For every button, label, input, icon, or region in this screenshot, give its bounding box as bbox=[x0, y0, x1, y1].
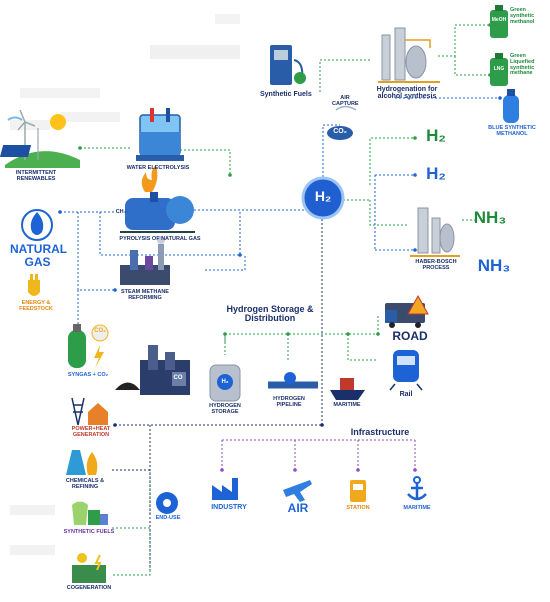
label-hydrogenation: Hydrogenation for alcohol synthesis bbox=[376, 86, 438, 101]
line-hydrogenation-to-products bbox=[438, 24, 490, 76]
synthetic-fuel-pump-icon bbox=[270, 45, 306, 85]
smr-plant-icon bbox=[120, 236, 170, 285]
label-h2-blue: H₂ bbox=[426, 164, 446, 183]
line-electrolysis-to-hub bbox=[180, 149, 231, 175]
anchor-icon bbox=[407, 476, 427, 501]
hydrogen-hub-icon bbox=[301, 176, 345, 220]
lightning-icon bbox=[91, 324, 109, 368]
label-haber-bosch: HABER-BOSCH PROCESS bbox=[415, 259, 457, 271]
label-rail: Rail bbox=[399, 391, 413, 398]
label-maritime-infra: MARITIME bbox=[403, 505, 431, 511]
flame-icon bbox=[141, 165, 158, 192]
label-end-use: END-USE bbox=[155, 515, 181, 521]
gear-icon bbox=[156, 492, 178, 514]
label-meoh: MeOH bbox=[491, 17, 507, 23]
label-storage-title: Hydrogen Storage & Distribution bbox=[226, 304, 314, 324]
label-syngas: SYNGAS + CO₂ bbox=[67, 372, 109, 378]
line-haber-green bbox=[369, 200, 408, 226]
warning-icon bbox=[407, 294, 429, 315]
label-h2-green: H₂ bbox=[426, 126, 446, 145]
electrolyzer-icon bbox=[136, 108, 184, 161]
syngas-cylinder-icon bbox=[68, 324, 86, 368]
line-storage-drop-3 bbox=[347, 334, 378, 361]
label-green-synthetic-methanol: Green synthetic methanol bbox=[510, 7, 535, 25]
label-co2-cloud: CO₂ bbox=[333, 128, 347, 135]
pipeline-icon bbox=[268, 372, 318, 389]
line-natgas-up bbox=[99, 210, 241, 256]
air-capture-icon bbox=[335, 105, 357, 111]
connector-lines bbox=[60, 24, 500, 576]
label-ch4: CH₄ bbox=[115, 209, 127, 215]
label-nh3-green: NH₃ bbox=[473, 208, 507, 227]
label-chemicals-refining: CHEMICALS & REFINING bbox=[65, 478, 105, 490]
label-station: STATION bbox=[346, 505, 370, 511]
power-tower-icon bbox=[71, 397, 85, 426]
line-synfuel-to-hydrogenation bbox=[319, 59, 372, 92]
label-infrastructure-title: Infrastructure bbox=[350, 427, 410, 437]
label-energy-feedstock: ENERGY & FEEDSTOCK bbox=[19, 300, 53, 312]
label-h2-center: H₂ bbox=[314, 188, 332, 204]
synthetic-fuels-flask-icon bbox=[72, 501, 108, 525]
co2-cloud-icon bbox=[327, 126, 353, 140]
factory-icon bbox=[212, 478, 238, 500]
methanol-bottle-icon bbox=[490, 5, 508, 38]
fuel-station-icon bbox=[350, 480, 366, 502]
label-road: ROAD bbox=[392, 329, 428, 343]
line-endoutput-green-2 bbox=[112, 527, 151, 576]
label-maritime-storage: MARITIME bbox=[333, 402, 361, 408]
label-water-electrolysis: WATER ELECTROLYSIS bbox=[126, 165, 190, 171]
label-nh3-blue: NH₃ bbox=[477, 256, 511, 275]
label-co2-bottle: CO₂ bbox=[94, 328, 106, 334]
lng-bottle-icon bbox=[490, 53, 508, 86]
haber-bosch-plant-icon bbox=[410, 207, 460, 257]
label-lng: LNG bbox=[493, 66, 505, 72]
label-pyrolysis: PYROLYSIS OF NATURAL GAS bbox=[119, 236, 201, 242]
line-hub-to-airhub bbox=[322, 124, 340, 185]
label-air: AIR bbox=[287, 501, 309, 515]
airplane-icon bbox=[283, 480, 312, 502]
line-storage-green bbox=[224, 333, 378, 342]
label-steam-methane-reforming: STEAM METHANE REFORMING bbox=[121, 289, 169, 301]
house-icon bbox=[88, 403, 108, 425]
pyrolysis-reactor-icon bbox=[120, 192, 195, 233]
label-industry: INDUSTRY bbox=[211, 504, 247, 511]
train-icon bbox=[389, 350, 423, 391]
label-green-liquefied-methane: Green Liquefied synthetic methane bbox=[510, 53, 535, 77]
line-natgas-down bbox=[77, 212, 115, 291]
background-watermark-text bbox=[10, 14, 240, 555]
line-smr-blue bbox=[205, 255, 246, 271]
line-endoutput-green bbox=[112, 469, 151, 515]
label-cogeneration: COGENERATION bbox=[66, 585, 112, 591]
ship-icon bbox=[330, 378, 365, 400]
label-intermittent-renewables: INTERMITTENT RENEWABLES bbox=[15, 170, 57, 182]
label-synthetic-fuels: Synthetic Fuels bbox=[260, 91, 312, 98]
label-synthetic-fuels-small: SYNTHETIC FUELS bbox=[63, 529, 115, 535]
label-co-tank: CO bbox=[173, 375, 183, 381]
power-plug-icon bbox=[28, 274, 40, 296]
label-air-capture: AIR CAPTURE bbox=[332, 95, 359, 107]
cogeneration-icon bbox=[72, 553, 106, 583]
label-blue-synthetic-methanol: BLUE SYNTHETIC METHANOL bbox=[488, 125, 536, 137]
connector-dots bbox=[58, 23, 502, 472]
label-power-heat: POWER+HEAT GENERATION bbox=[71, 426, 111, 438]
hydrogenation-plant-icon bbox=[378, 27, 440, 83]
label-natural-gas: NATURAL GAS bbox=[10, 242, 68, 269]
chemicals-flask-icon bbox=[66, 450, 98, 475]
label-hydrogen-pipeline: HYDROGEN PIPELINE bbox=[273, 396, 305, 408]
storage-tank-icon bbox=[209, 364, 241, 402]
gas-flame-icon bbox=[21, 209, 53, 241]
label-hydrogen-storage: HYDROGEN STORAGE bbox=[209, 403, 241, 415]
wind-solar-icon bbox=[0, 109, 80, 168]
label-h2-tank: H₂ bbox=[221, 379, 229, 385]
coal-plant-icon bbox=[115, 345, 190, 395]
blue-methanol-bottle-icon bbox=[503, 89, 519, 123]
line-hub-to-green-h2 bbox=[369, 137, 415, 185]
